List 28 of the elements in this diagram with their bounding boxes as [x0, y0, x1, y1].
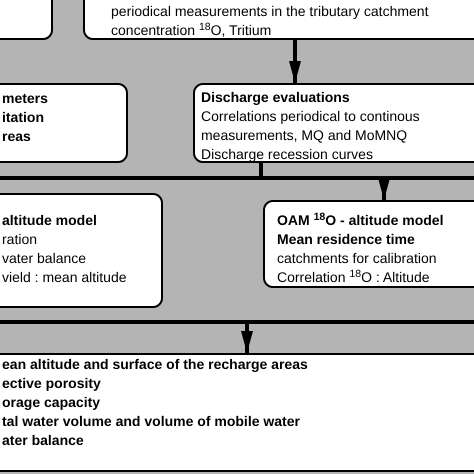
box-text: periodical measurements in the tributary catchment [111, 2, 430, 21]
box-text: Correlation $^{18}$O : Altitude [277, 268, 431, 287]
box-text: vield : mean altitude [2, 268, 128, 287]
arrow [289, 40, 301, 83]
box-text: ration [2, 230, 38, 249]
box-heading: ective porosity [2, 374, 102, 393]
box-heading: ater balance [2, 431, 85, 450]
process-box [263, 200, 474, 288]
process-box [0, 83, 128, 163]
box-heading: Mean residence time [277, 230, 416, 249]
box-heading: ean altitude and surface of the recharge areas [2, 355, 309, 374]
box-text: concentration $^{18}$O, Tritium [111, 21, 272, 40]
box-heading: reas [2, 127, 32, 146]
box-heading: tal water volume and volume of mobile water [2, 412, 301, 431]
box-text: vater balance [2, 249, 88, 268]
process-box [0, 193, 163, 308]
box-heading: orage capacity [2, 393, 102, 412]
box-heading: altitude model [2, 211, 98, 230]
process-box [193, 83, 474, 163]
process-box [0, 353, 474, 472]
box-heading: itation [2, 108, 45, 127]
box-text: Discharge recession curves [201, 145, 374, 164]
box-heading: meters [2, 89, 49, 108]
box-text: Correlations periodical to continous measurements, MQ and MoMNQ [201, 107, 421, 145]
box-heading: OAM $^{18}$O - altitude model [277, 211, 444, 230]
box-heading: Discharge evaluations [201, 88, 351, 107]
box-text: catchments for calibration [277, 249, 438, 268]
arrow [241, 322, 253, 353]
